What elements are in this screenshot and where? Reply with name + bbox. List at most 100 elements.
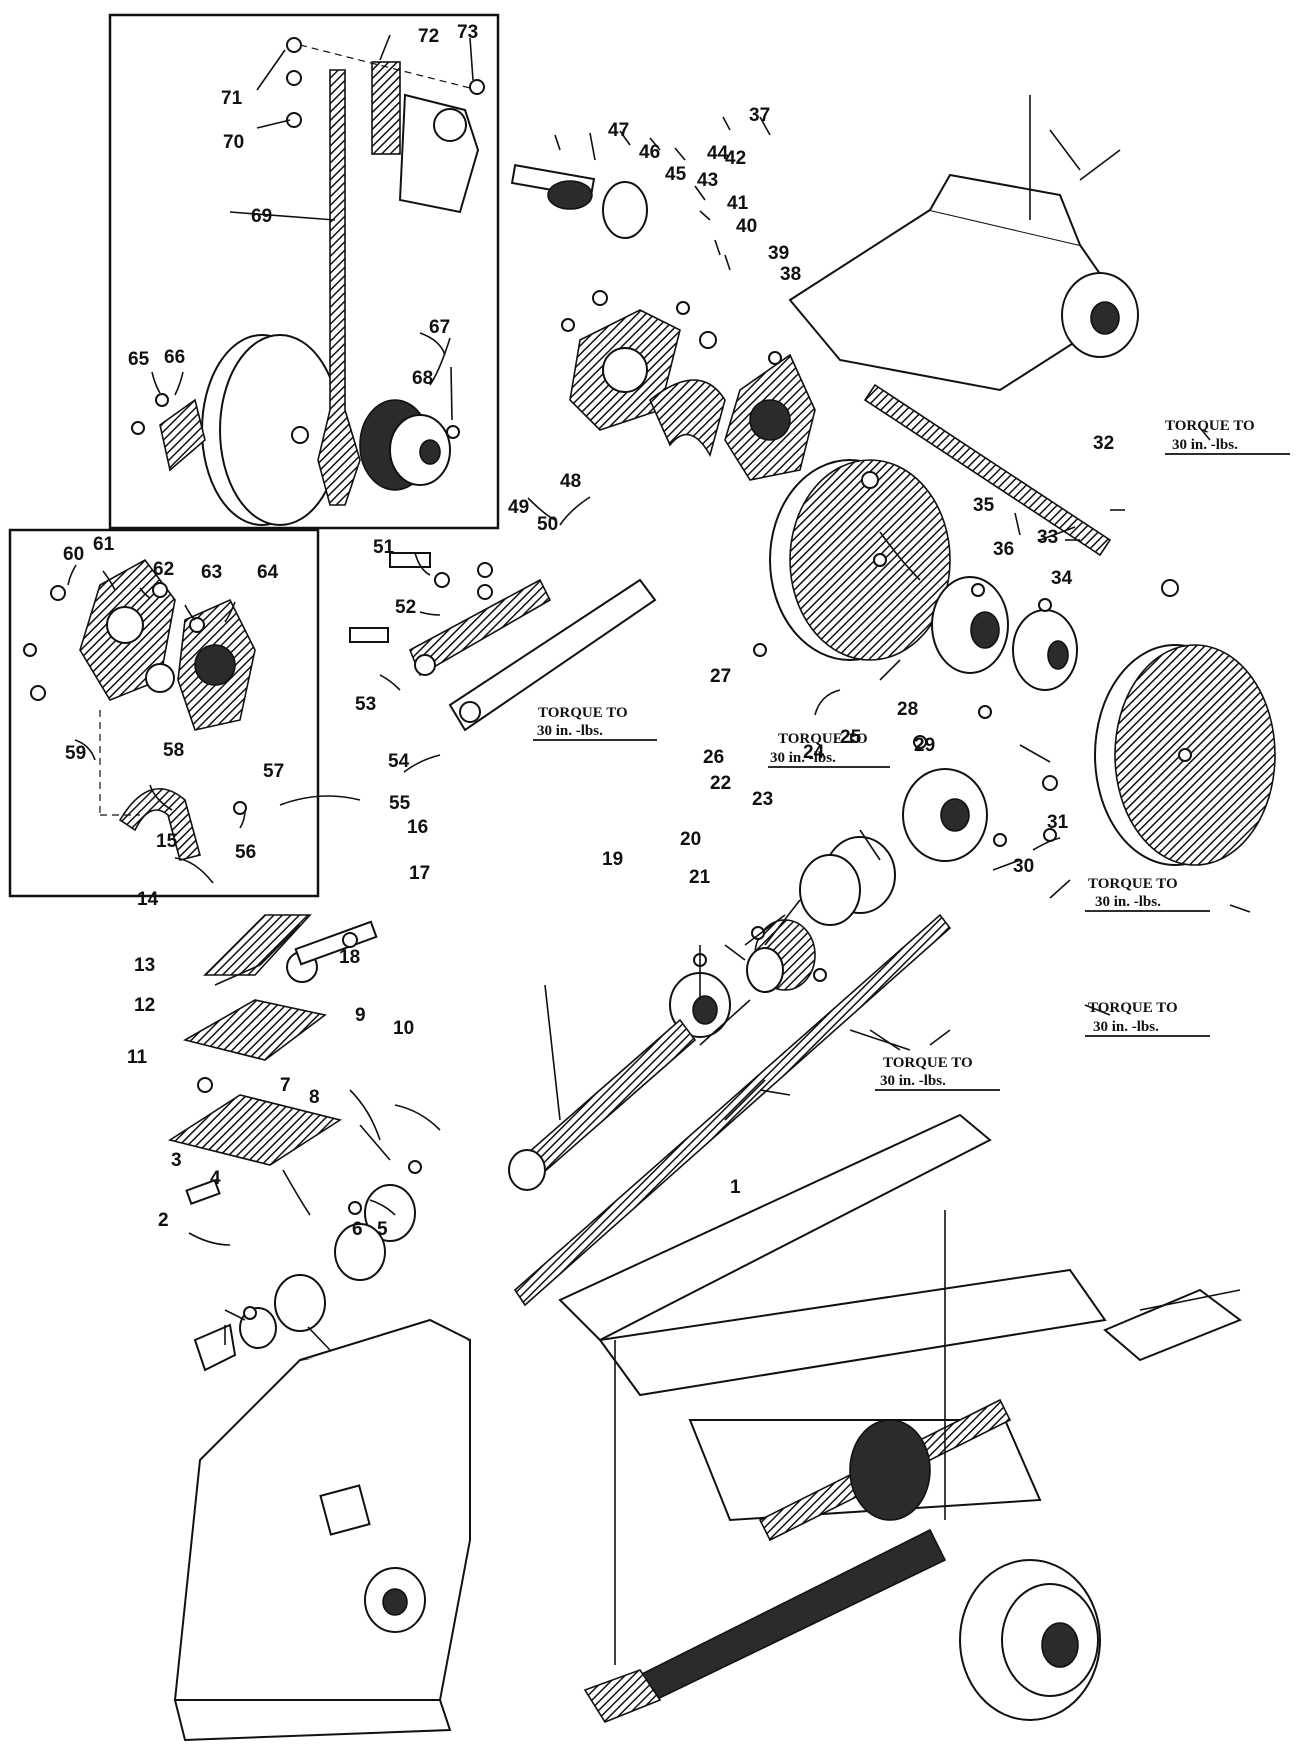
- part-label-12: 12: [134, 995, 155, 1016]
- part-label-60: 60: [63, 544, 84, 565]
- part-label-39: 39: [768, 243, 789, 264]
- part-label-71: 71: [221, 88, 243, 109]
- part-label-1: 1: [730, 1177, 741, 1198]
- part-label-5: 5: [377, 1219, 388, 1240]
- part-label-64: 64: [257, 562, 279, 583]
- part-label-26: 26: [703, 747, 724, 768]
- part-label-58: 58: [163, 740, 184, 761]
- machine-lower-left: [173, 1318, 471, 1742]
- part-label-31: 31: [1047, 812, 1069, 833]
- part-label-40: 40: [736, 216, 757, 237]
- inset-frame-lower: [8, 528, 320, 898]
- machine-upper-right: [788, 95, 1139, 392]
- part-label-2: 2: [158, 1210, 169, 1231]
- part-label-41: 41: [727, 193, 749, 214]
- part-label-55: 55: [389, 793, 411, 814]
- part-label-11: 11: [127, 1047, 148, 1068]
- leader-lines: [67, 34, 1251, 1351]
- lower-inset-assembly: [23, 558, 256, 861]
- part-label-20: 20: [680, 829, 701, 850]
- part-label-16: 16: [407, 817, 428, 838]
- part-label-48: 48: [560, 471, 581, 492]
- inset-frame-upper: [108, 13, 500, 530]
- part-label-36: 36: [993, 539, 1014, 560]
- part-label-70: 70: [223, 132, 244, 153]
- part-label-32: 32: [1093, 433, 1114, 454]
- part-label-14: 14: [137, 889, 159, 910]
- part-label-53: 53: [355, 694, 376, 715]
- part-label-25: 25: [840, 727, 862, 748]
- shaft-and-pulley-assembly: [753, 383, 1276, 866]
- part-label-42: 42: [725, 148, 746, 169]
- part-label-22: 22: [710, 773, 731, 794]
- part-label-28: 28: [897, 699, 918, 720]
- part-label-23: 23: [752, 789, 773, 810]
- part-label-57: 57: [263, 761, 284, 782]
- part-label-45: 45: [665, 164, 687, 185]
- gear-and-shaft-assembly: [508, 836, 952, 1307]
- part-label-8: 8: [309, 1087, 320, 1108]
- part-label-10: 10: [393, 1018, 414, 1039]
- torque-notes: TORQUE TO 30 in. -lbs. TORQUE TO 30 in. …: [533, 418, 1290, 1091]
- torque-note-4-line-1: TORQUE TO: [1088, 876, 1178, 892]
- part-label-29: 29: [914, 735, 935, 756]
- part-label-33: 33: [1037, 527, 1058, 548]
- part-label-34: 34: [1051, 568, 1073, 589]
- part-label-46: 46: [639, 142, 660, 163]
- torque-note-2-line-2: 30 in. -lbs.: [537, 723, 603, 739]
- torque-note-3-line-1: TORQUE TO: [778, 731, 868, 747]
- part-label-61: 61: [93, 534, 115, 555]
- part-label-47: 47: [608, 120, 629, 141]
- part-number-labels: 1 2 3 4 5 6 7 8 9 10 11 12 13 14 15 16 1…: [63, 22, 1114, 1240]
- part-label-7: 7: [280, 1075, 291, 1096]
- part-label-15: 15: [156, 831, 178, 852]
- torque-note-1-line-2: 30 in. -lbs.: [1172, 437, 1238, 453]
- part-label-44: 44: [707, 143, 729, 164]
- part-label-51: 51: [373, 537, 395, 558]
- part-label-6: 6: [352, 1219, 363, 1240]
- torque-note-5-line-2: 30 in. -lbs.: [880, 1073, 946, 1089]
- part-label-63: 63: [201, 562, 222, 583]
- torque-note-6-line-1: TORQUE TO: [1088, 1000, 1178, 1016]
- part-label-66: 66: [164, 347, 185, 368]
- part-label-52: 52: [395, 597, 416, 618]
- part-label-54: 54: [388, 751, 410, 772]
- part-label-73: 73: [457, 22, 478, 43]
- part-label-27: 27: [710, 666, 731, 687]
- upper-inset-assembly: [131, 37, 485, 526]
- part-label-62: 62: [153, 559, 174, 580]
- feed-dog-assembly: [168, 914, 422, 1372]
- part-label-38: 38: [780, 264, 801, 285]
- upper-center-assembly: [510, 164, 816, 481]
- part-label-65: 65: [128, 349, 150, 370]
- torque-note-4-line-2: 30 in. -lbs.: [1095, 894, 1161, 910]
- part-label-43: 43: [697, 170, 718, 191]
- torque-note-1-line-1: TORQUE TO: [1165, 418, 1255, 434]
- part-label-35: 35: [973, 495, 995, 516]
- part-label-68: 68: [412, 368, 433, 389]
- part-label-4: 4: [210, 1168, 221, 1189]
- part-label-30: 30: [1013, 856, 1034, 877]
- part-label-59: 59: [65, 743, 86, 764]
- part-label-3: 3: [171, 1150, 182, 1171]
- part-label-18: 18: [339, 947, 360, 968]
- torque-note-2-line-1: TORQUE TO: [538, 705, 628, 721]
- part-label-9: 9: [355, 1005, 366, 1026]
- part-label-21: 21: [689, 867, 711, 888]
- torque-note-6-line-2: 30 in. -lbs.: [1093, 1019, 1159, 1035]
- part-label-17: 17: [409, 863, 430, 884]
- part-label-56: 56: [235, 842, 256, 863]
- part-label-69: 69: [251, 206, 272, 227]
- part-label-37: 37: [749, 105, 770, 126]
- torque-note-5-line-1: TORQUE TO: [883, 1055, 973, 1071]
- link-assembly: [349, 552, 657, 732]
- part-label-24: 24: [803, 742, 825, 763]
- part-label-50: 50: [537, 514, 558, 535]
- part-label-72: 72: [418, 26, 439, 47]
- part-label-49: 49: [508, 497, 529, 518]
- part-label-67: 67: [429, 317, 450, 338]
- part-label-13: 13: [134, 955, 155, 976]
- torque-note-3-line-2: 30 in. -lbs.: [770, 750, 836, 766]
- machine-lower-right: [558, 1113, 1243, 1723]
